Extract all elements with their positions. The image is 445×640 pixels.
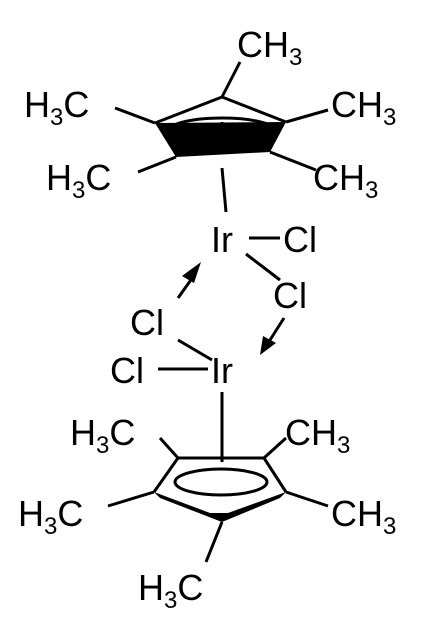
bottom-ring-front-wedge [154, 492, 286, 522]
top-methyl-bond-top [220, 61, 242, 98]
top-methyl-bond-lower-right [269, 150, 317, 172]
bottom-iridium-center: Cl Cl Ir [110, 302, 233, 462]
bottom-cp-star-ligand: H3C CH3 H3C CH3 H3C [18, 412, 396, 614]
bottom-methyl-bond-bottom [204, 521, 224, 563]
bottom-ring-aromatic-circle [173, 467, 269, 497]
top-ir-bridge-cl-bond [245, 252, 281, 282]
bottom-h3c-upper-left-label: H3C [70, 412, 135, 459]
top-iridium-center: Ir Cl Cl [211, 167, 317, 316]
bottom-ch3-upper-right-label: CH3 [285, 412, 350, 459]
bottom-terminal-cl-label: Cl [110, 350, 144, 391]
top-ligand-to-ir-bond [220, 167, 228, 213]
bottom-ch3-lower-right-label: CH3 [331, 493, 396, 540]
dative-arrowhead-left [182, 262, 201, 283]
top-ring-aromatic-circle [168, 116, 276, 144]
top-methyl-bond-upper-right [285, 108, 329, 124]
top-ch3-upper-right-label: CH3 [331, 84, 396, 131]
bottom-methyl-bond-upper-left [158, 436, 180, 460]
bridging-dative-arrows [176, 262, 286, 355]
top-bridge-cl-label: Cl [273, 275, 307, 316]
top-h3c-upper-left-label: H3C [24, 84, 89, 131]
top-ir-label: Ir [211, 219, 233, 260]
bottom-h3c-lower-left-label: H3C [18, 493, 83, 540]
bottom-methyl-bond-lower-right [285, 490, 329, 508]
top-terminal-cl-label: Cl [283, 219, 317, 260]
bottom-ir-bridge-cl-bond [177, 338, 213, 362]
dative-bond-right [268, 317, 286, 341]
top-methyl-bond-upper-left [114, 106, 156, 125]
top-ring-front-wedge [155, 122, 286, 157]
bottom-ir-label: Ir [211, 350, 233, 391]
top-ch3-lower-right-label: CH3 [313, 157, 378, 204]
top-h3c-lower-left-label: H3C [46, 157, 111, 204]
top-cp-star-ligand: CH3 H3C CH3 H3C CH3 [24, 24, 396, 204]
top-ch3-top-label: CH3 [237, 24, 302, 71]
bottom-ring-back-bond-left [152, 457, 180, 493]
bottom-methyl-bond-upper-right [262, 436, 288, 460]
top-methyl-bond-lower-left [137, 155, 177, 174]
bottom-methyl-bond-lower-left [107, 490, 155, 508]
dative-arrowhead-right [260, 336, 276, 355]
bottom-h3c-bottom-label: H3C [138, 567, 203, 614]
bottom-ring-back-bond-right [262, 457, 288, 493]
bottom-bridge-cl-label: Cl [130, 302, 164, 343]
top-ring-back-bond-left [154, 95, 223, 125]
top-ring-back-bond-right [221, 95, 287, 124]
